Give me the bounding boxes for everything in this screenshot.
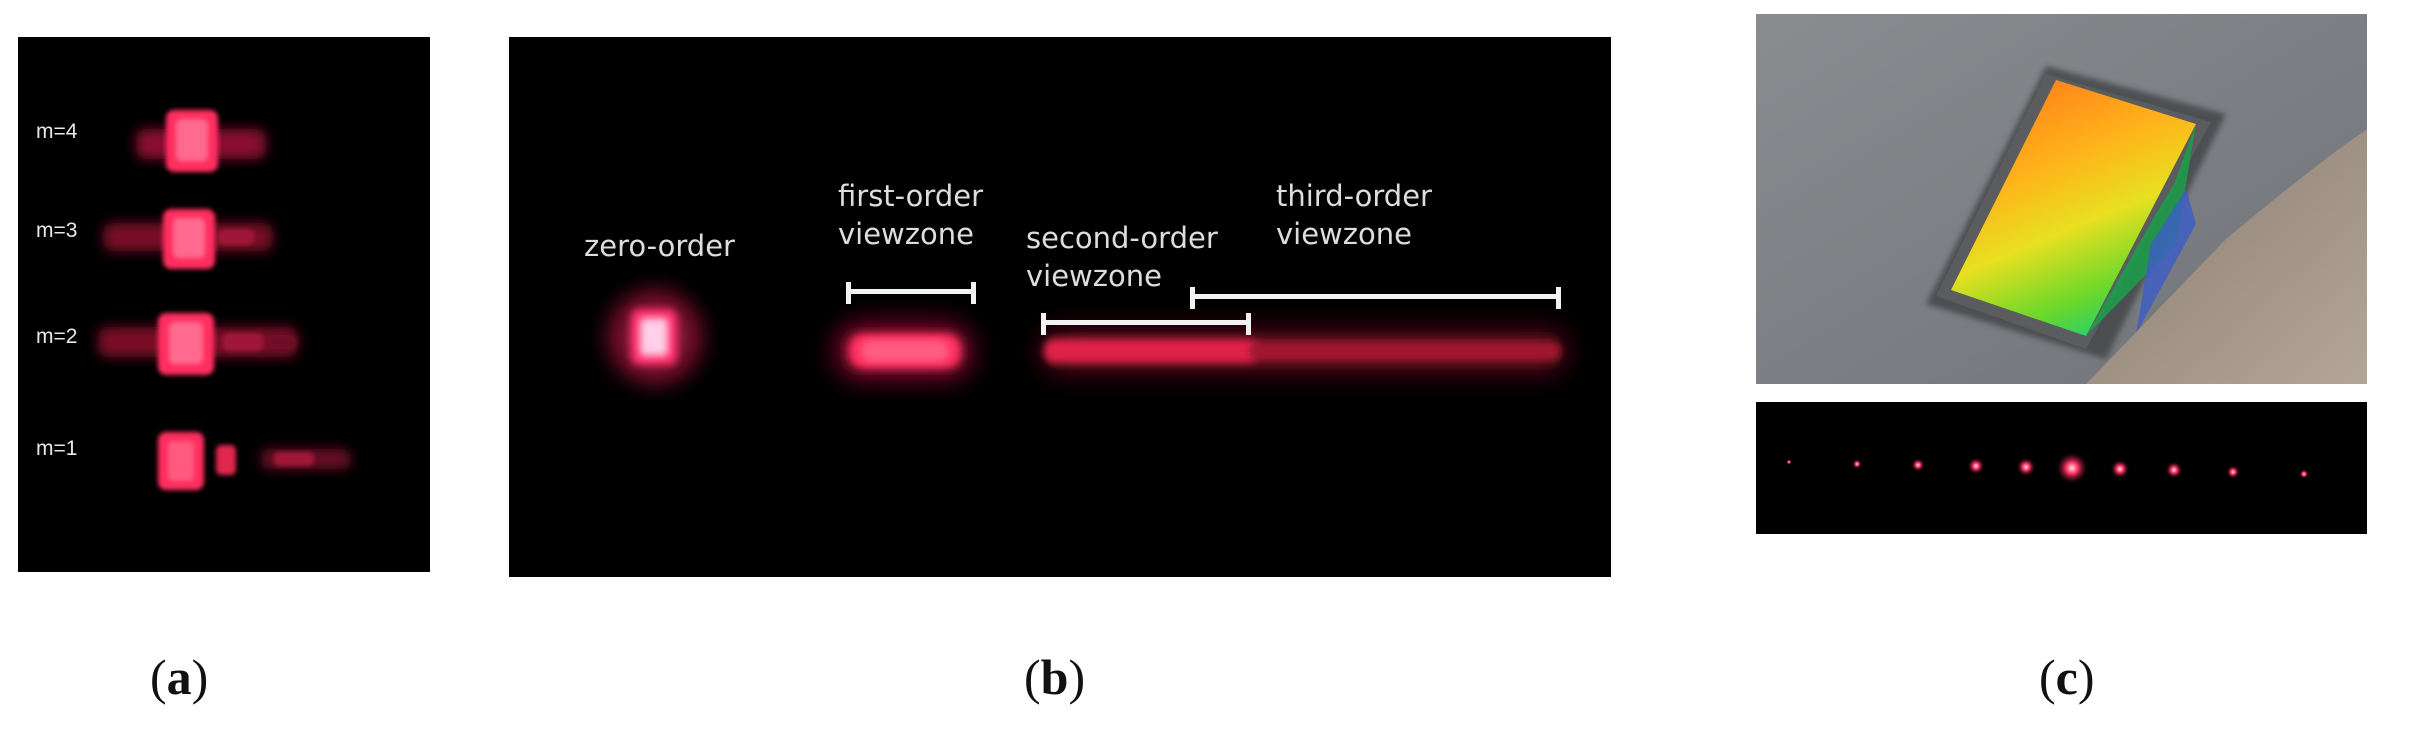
diffraction-dot xyxy=(2016,457,2036,477)
order-label-m4: m=4 xyxy=(36,120,78,143)
zero-order-spot xyxy=(585,267,725,407)
order-label-m3: m=3 xyxy=(36,219,78,242)
panel-a-diffraction-orders: m=4 m=3 m=2 m=1 xyxy=(18,37,430,572)
panel-c-diffraction-strip xyxy=(1756,402,2367,534)
diffraction-dot xyxy=(1852,459,1862,469)
third-order-bracket xyxy=(1190,287,1561,309)
label-second-order-line2: viewzone xyxy=(1026,259,1162,293)
caption-a: (a) xyxy=(150,649,209,705)
label-third-order-line2: viewzone xyxy=(1276,217,1412,251)
diffraction-dot xyxy=(1967,457,1985,475)
label-second-order-line1: second-order xyxy=(1026,221,1218,255)
diffraction-dot xyxy=(2165,461,2183,479)
order-m1-spot xyxy=(158,432,351,490)
panel-b-spots xyxy=(585,267,1564,407)
order-m3-spot xyxy=(103,209,273,269)
order-m4-spot xyxy=(136,110,266,172)
diffraction-dot xyxy=(2226,465,2240,479)
diffraction-dot xyxy=(1911,458,1925,472)
hologram-sample-image xyxy=(1756,14,2367,384)
second-third-order-streak xyxy=(1044,332,1564,370)
diffraction-dot xyxy=(1786,459,1792,465)
caption-b: (b) xyxy=(1024,649,1086,705)
caption-b-letter: b xyxy=(1040,649,1069,705)
order-label-m1: m=1 xyxy=(36,437,78,460)
first-order-bracket xyxy=(846,282,976,304)
panel-c-hologram-photo xyxy=(1756,14,2367,384)
diffraction-dot xyxy=(2055,451,2089,485)
panel-b-viewzones: zero-order first-order viewzone second-o… xyxy=(509,37,1611,577)
caption-c-letter: c xyxy=(2055,649,2078,705)
label-first-order-line2: viewzone xyxy=(838,217,974,251)
order-m2-spot xyxy=(98,313,298,375)
order-label-m2: m=2 xyxy=(36,325,78,348)
panel-a-spots xyxy=(98,110,351,490)
first-order-spot xyxy=(839,327,969,375)
label-third-order-line1: third-order xyxy=(1276,179,1432,213)
diffraction-dot xyxy=(2299,469,2309,479)
second-order-bracket xyxy=(1041,313,1251,335)
caption-a-letter: a xyxy=(166,649,192,705)
label-second-order: second-order viewzone xyxy=(1026,219,1218,295)
caption-c: (c) xyxy=(2039,649,2095,705)
label-first-order-line1: first-order xyxy=(838,179,983,213)
label-first-order: first-order viewzone xyxy=(838,177,983,253)
diffraction-dot xyxy=(2110,459,2130,479)
diffraction-dot-row xyxy=(1786,451,2309,485)
label-third-order: third-order viewzone xyxy=(1276,177,1432,253)
label-zero-order: zero-order xyxy=(584,229,735,263)
